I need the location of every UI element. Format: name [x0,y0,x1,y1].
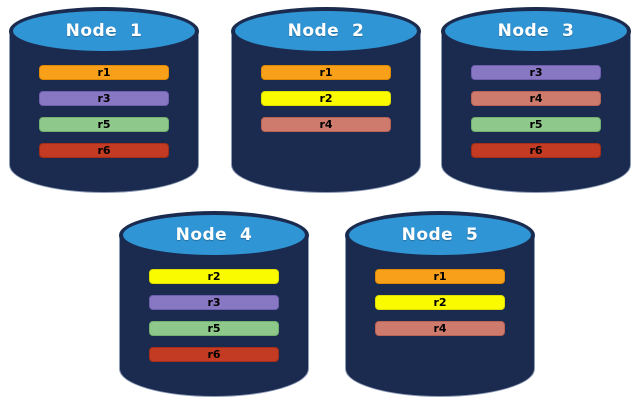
node-1-cylinder: Node 1 r1 r3 r5 r6 [9,7,199,193]
replica-label: r2 [319,92,333,105]
node-title: Node 4 [175,225,253,245]
replica-bar-r2: r2 [149,269,279,284]
cylinder-body [119,235,309,397]
replica-label: r2 [433,296,447,309]
cylinder-top: Node 5 [345,211,535,259]
node-title: Node 5 [401,225,479,245]
replica-list: r1 r2 r4 [231,65,421,132]
replica-label: r1 [97,66,111,79]
replica-bar-r4: r4 [375,321,505,336]
replica-label: r4 [433,322,447,335]
cylinder-body [231,31,421,193]
replica-bar-r1: r1 [39,65,169,80]
replica-list: r1 r2 r4 [345,269,535,336]
node-5-cylinder: Node 5 r1 r2 r4 [345,211,535,397]
replica-list: r1 r3 r5 r6 [9,65,199,158]
replica-label: r4 [529,92,543,105]
replica-label: r6 [97,144,111,157]
replica-bar-r5: r5 [471,117,601,132]
replica-bar-r1: r1 [375,269,505,284]
replica-list: r3 r4 r5 r6 [441,65,631,158]
replica-label: r1 [433,270,447,283]
replica-label: r5 [207,322,221,335]
replica-bar-r6: r6 [149,347,279,362]
replica-label: r5 [97,118,111,131]
node-title: Node 3 [497,21,575,41]
replica-label: r4 [319,118,333,131]
replica-bar-r6: r6 [471,143,601,158]
cylinder-body [441,31,631,193]
replica-bar-r4: r4 [471,91,601,106]
replica-label: r3 [207,296,221,309]
replica-bar-r3: r3 [39,91,169,106]
cylinder-top: Node 1 [9,7,199,55]
replica-bar-r3: r3 [149,295,279,310]
cylinder-body [9,31,199,193]
replica-bar-r2: r2 [375,295,505,310]
replica-bar-r6: r6 [39,143,169,158]
replica-bar-r2: r2 [261,91,391,106]
replica-bar-r5: r5 [149,321,279,336]
replica-label: r5 [529,118,543,131]
cylinder-top: Node 4 [119,211,309,259]
replica-label: r6 [529,144,543,157]
node-title: Node 1 [65,21,143,41]
replica-label: r1 [319,66,333,79]
replica-label: r2 [207,270,221,283]
replica-list: r2 r3 r5 r6 [119,269,309,362]
cylinder-body [345,235,535,397]
replica-bar-r3: r3 [471,65,601,80]
replica-label: r3 [97,92,111,105]
replica-bar-r4: r4 [261,117,391,132]
cylinder-top: Node 3 [441,7,631,55]
node-title: Node 2 [287,21,365,41]
replica-label: r6 [207,348,221,361]
cylinder-top: Node 2 [231,7,421,55]
replica-bar-r5: r5 [39,117,169,132]
node-3-cylinder: Node 3 r3 r4 r5 r6 [441,7,631,193]
replica-bar-r1: r1 [261,65,391,80]
node-2-cylinder: Node 2 r1 r2 r4 [231,7,421,193]
replica-label: r3 [529,66,543,79]
node-4-cylinder: Node 4 r2 r3 r5 r6 [119,211,309,397]
